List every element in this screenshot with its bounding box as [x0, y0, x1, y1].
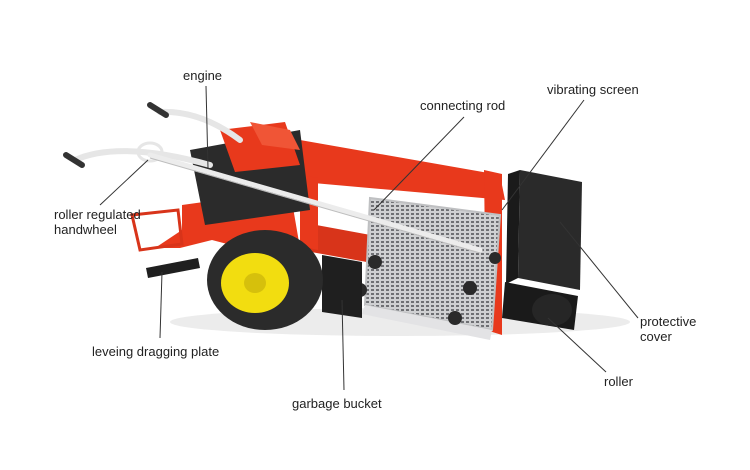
- basket: [130, 208, 184, 252]
- label-vibrating-screen: vibrating screen: [547, 82, 639, 97]
- label-roller-handwheel: roller regulated handwheel: [54, 207, 141, 237]
- rim-hub: [244, 273, 266, 293]
- label-dragging-plate: leveing dragging plate: [92, 344, 220, 359]
- screen-tray-side: [362, 305, 492, 340]
- leader-garbage-bucket: [341, 299, 345, 391]
- roller-end: [532, 294, 572, 326]
- connecting-rod-bar: [147, 152, 483, 253]
- leader-vibrating-screen: [501, 99, 585, 211]
- handlebar-grip-1: [63, 152, 85, 168]
- handlebar-left: [72, 148, 213, 168]
- label-roller-handwheel-line1: roller regulated: [54, 207, 141, 222]
- protective-cover: [518, 170, 582, 290]
- label-protective-cover-line1: protective: [640, 314, 697, 329]
- leader-handwheel: [99, 159, 149, 206]
- leader-lines: [99, 85, 639, 391]
- handlebar-grip-2: [147, 102, 169, 118]
- label-engine: engine: [183, 68, 223, 83]
- label-roller: roller: [604, 374, 633, 389]
- handlebar-right: [157, 108, 243, 143]
- label-garbage-bucket: garbage bucket: [292, 396, 382, 411]
- leader-connecting-rod: [373, 116, 465, 211]
- label-protective-cover: protective cover: [640, 314, 696, 344]
- protective-cover-side: [506, 170, 520, 284]
- guide-wheel-1: [368, 255, 382, 269]
- guide-wheel-3: [463, 281, 477, 295]
- dragging-plate: [146, 258, 200, 278]
- garbage-bucket: [322, 255, 362, 318]
- guide-wheel-4: [448, 311, 462, 325]
- guide-wheel-5: [489, 252, 501, 264]
- connecting-rod-edge: [149, 157, 481, 254]
- main-frame: [300, 140, 505, 200]
- roller-handwheel: [136, 141, 164, 163]
- label-roller-handwheel-line2: handwheel: [54, 222, 117, 237]
- label-protective-cover-line2: cover: [640, 329, 672, 344]
- leader-roller: [547, 317, 607, 373]
- leader-engine: [205, 85, 209, 169]
- label-connecting-rod: connecting rod: [420, 98, 506, 113]
- leader-dragging-plate: [159, 271, 163, 339]
- leader-protective-cover: [559, 221, 639, 319]
- engine-tank-top: [250, 122, 300, 150]
